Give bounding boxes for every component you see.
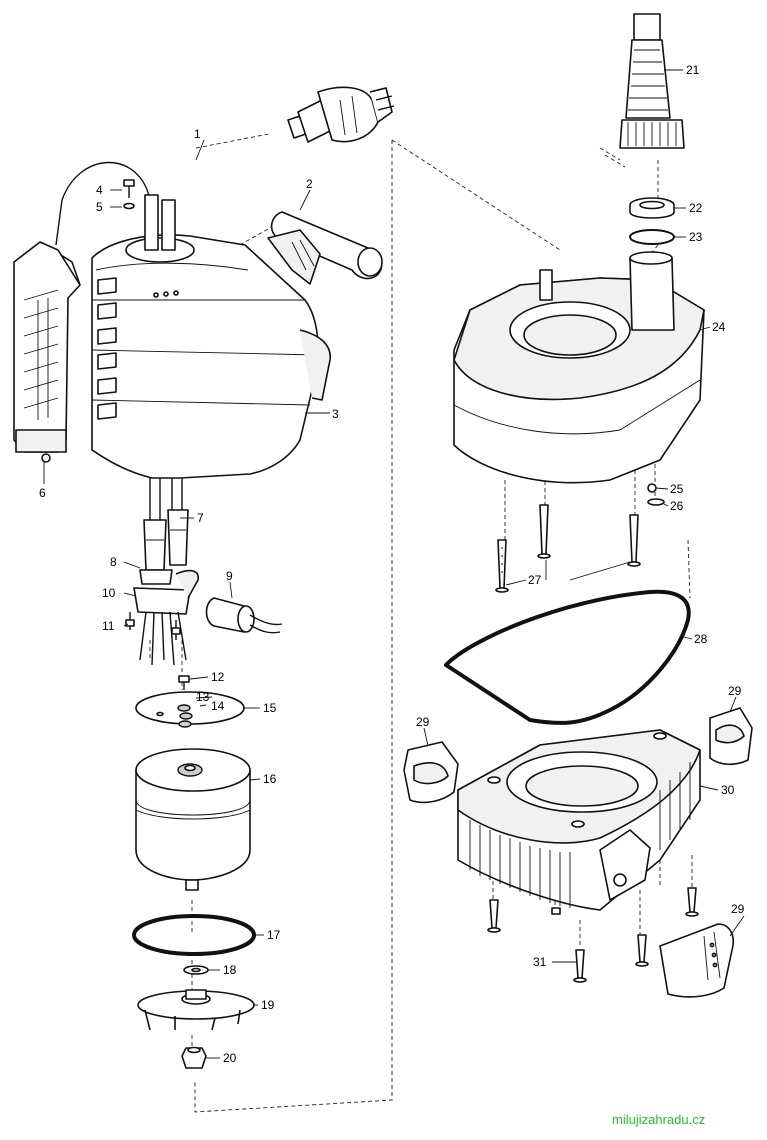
label-part-19: 19 <box>261 998 275 1012</box>
label-part-14: 14 <box>211 699 225 713</box>
label-part-20: 20 <box>223 1051 237 1065</box>
label-part-15: 15 <box>263 701 277 715</box>
parts-8-10-11-terminal <box>125 569 200 666</box>
parts-12-15-plate <box>135 675 245 728</box>
part-1-power-cable <box>165 86 395 241</box>
label-part-26: 26 <box>670 499 684 513</box>
part-21-hose-connector <box>619 13 685 149</box>
part-number-labels: 1 2 3 4 5 6 7 8 9 10 11 12 13 14 15 16 1… <box>39 63 745 1065</box>
part-24-pump-housing <box>453 251 705 484</box>
label-part-4: 4 <box>96 183 103 197</box>
label-part-22: 22 <box>689 201 703 215</box>
part-3-motor-housing <box>91 194 331 479</box>
label-part-6: 6 <box>39 486 46 500</box>
part-7-cable-glands <box>143 478 189 571</box>
label-part-23: 23 <box>689 230 703 244</box>
parts-22-23-seals <box>629 197 675 245</box>
part-29-clips <box>403 707 753 998</box>
label-part-5: 5 <box>96 200 103 214</box>
label-part-10: 10 <box>102 586 116 600</box>
label-part-29-right: 29 <box>728 684 742 698</box>
label-part-29-bottom: 29 <box>731 902 745 916</box>
label-part-21: 21 <box>686 63 700 77</box>
part-2-clamp <box>267 211 383 285</box>
label-part-17: 17 <box>267 928 281 942</box>
label-part-11: 11 <box>102 619 115 633</box>
part-31-screws <box>487 887 699 983</box>
part-17-o-ring <box>132 914 256 956</box>
label-part-18: 18 <box>223 963 237 977</box>
watermark: milujizahradu.cz <box>612 1112 705 1127</box>
label-part-25: 25 <box>670 482 684 496</box>
label-part-30: 30 <box>721 783 735 797</box>
label-part-8: 8 <box>110 555 117 569</box>
parts-4-5-screw-washer <box>123 179 135 210</box>
part-16-stator <box>135 748 251 891</box>
part-6-float-switch <box>13 162 151 463</box>
label-part-1: 1 <box>194 127 201 141</box>
label-part-7: 7 <box>197 511 204 525</box>
part-28-gasket <box>444 589 691 725</box>
label-part-2: 2 <box>306 177 313 191</box>
label-part-9: 9 <box>226 569 233 583</box>
part-27-screws <box>495 504 641 593</box>
label-part-13: 13 <box>196 690 210 704</box>
parts-25-26-small-seals <box>647 483 665 506</box>
part-30-pump-base <box>457 729 701 911</box>
label-part-31: 31 <box>533 955 547 969</box>
label-part-12: 12 <box>211 670 225 684</box>
part-9-capacitor <box>205 597 283 634</box>
part-20-nut <box>181 1046 207 1069</box>
label-part-24: 24 <box>712 320 726 334</box>
label-part-28: 28 <box>694 632 708 646</box>
part-19-impeller <box>137 989 255 1031</box>
part-18-washer <box>183 965 209 975</box>
label-part-3: 3 <box>332 407 339 421</box>
label-part-16: 16 <box>263 772 277 786</box>
label-part-27: 27 <box>528 573 542 587</box>
label-part-29-left: 29 <box>416 715 430 729</box>
leader-lines <box>43 69 745 1059</box>
